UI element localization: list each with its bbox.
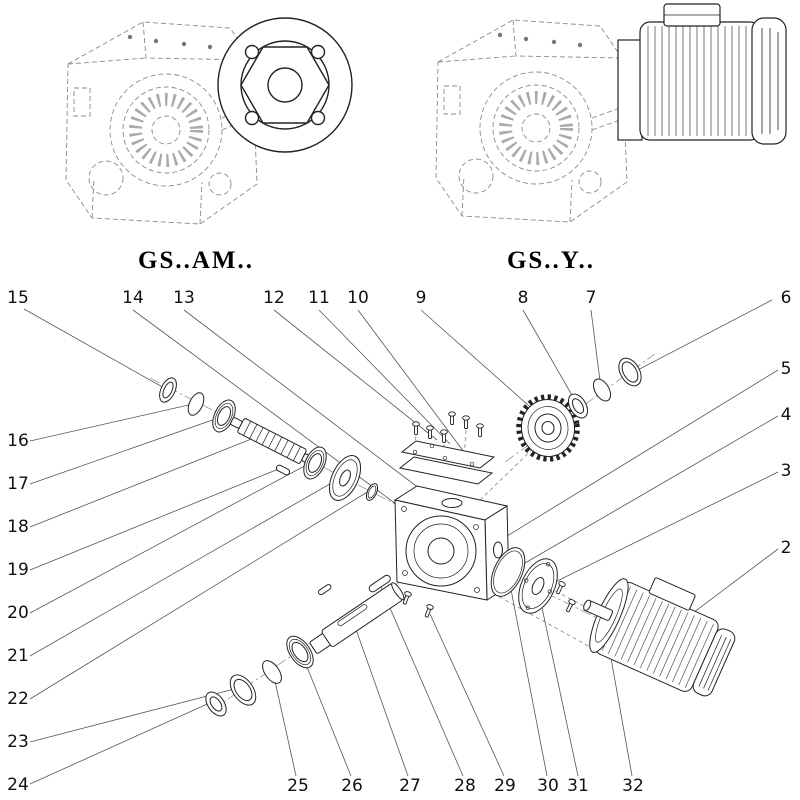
leader-line-4 bbox=[512, 415, 779, 571]
callout-19: 19 bbox=[7, 560, 29, 580]
callout-32: 32 bbox=[622, 776, 644, 796]
callout-10: 10 bbox=[347, 288, 369, 308]
callout-22: 22 bbox=[7, 689, 29, 709]
leader-line-8 bbox=[522, 309, 578, 405]
part-output-cover bbox=[518, 558, 558, 614]
callout-16: 16 bbox=[7, 431, 29, 451]
gearbox-y-sketch bbox=[436, 3, 787, 222]
callout-20: 20 bbox=[7, 603, 29, 623]
leader-line-24 bbox=[29, 700, 215, 785]
callout-24: 24 bbox=[7, 775, 29, 795]
callout-25: 25 bbox=[287, 776, 309, 796]
part-helical-gear bbox=[516, 394, 580, 462]
leader-line-5 bbox=[480, 369, 779, 553]
part-output-retaining-ring bbox=[262, 660, 282, 684]
callout-21: 21 bbox=[7, 646, 29, 666]
leader-line-28 bbox=[379, 584, 464, 777]
leader-line-22 bbox=[29, 490, 370, 700]
callout-5: 5 bbox=[781, 359, 792, 379]
leader-line-12 bbox=[273, 309, 438, 441]
callout-28: 28 bbox=[454, 776, 476, 796]
motor-fan-cowl bbox=[751, 17, 787, 145]
callout-4: 4 bbox=[781, 405, 792, 425]
callout-27: 27 bbox=[399, 776, 421, 796]
part-bearing bbox=[212, 399, 236, 433]
callout-17: 17 bbox=[7, 474, 29, 494]
callout-8: 8 bbox=[518, 288, 529, 308]
callout-15: 15 bbox=[7, 288, 29, 308]
callout-9: 9 bbox=[416, 288, 427, 308]
exploded-parts bbox=[159, 357, 736, 717]
leader-line-21 bbox=[29, 476, 343, 657]
callout-14: 14 bbox=[122, 288, 144, 308]
part-output-seal bbox=[229, 674, 257, 706]
callout-12: 12 bbox=[263, 288, 285, 308]
leader-line-15 bbox=[23, 308, 167, 390]
part-pin bbox=[317, 584, 332, 596]
callout-30: 30 bbox=[537, 776, 559, 796]
callout-6: 6 bbox=[781, 288, 792, 308]
leader-line-18 bbox=[29, 435, 260, 528]
part-gasket-plate bbox=[398, 456, 494, 485]
callout-26: 26 bbox=[341, 776, 363, 796]
leader-lines bbox=[23, 299, 779, 785]
leader-line-10 bbox=[357, 309, 465, 453]
leader-line-25 bbox=[272, 671, 297, 777]
callout-3: 3 bbox=[781, 461, 792, 481]
leader-line-29 bbox=[429, 613, 505, 777]
part-washer bbox=[568, 393, 588, 419]
motor-fins bbox=[647, 26, 747, 136]
part-retaining-ring-2 bbox=[592, 378, 612, 402]
leader-line-26 bbox=[300, 651, 352, 777]
gearbox-am-sketch bbox=[66, 17, 353, 224]
part-shaft-key bbox=[368, 574, 391, 593]
part-key bbox=[275, 464, 291, 476]
part-motor bbox=[583, 577, 736, 697]
motor-drawing bbox=[617, 3, 787, 145]
leader-line-9 bbox=[420, 309, 547, 422]
part-output-shaft bbox=[309, 582, 405, 654]
leader-line-30 bbox=[507, 573, 548, 777]
callout-18: 18 bbox=[7, 517, 29, 537]
leader-line-27 bbox=[352, 620, 409, 777]
leader-line-6 bbox=[633, 299, 773, 373]
leader-line-17 bbox=[29, 416, 222, 485]
callout-numbers: 15 14 13 12 11 10 9 8 7 6 5 4 3 2 16 17 … bbox=[7, 288, 791, 796]
callout-31: 31 bbox=[567, 776, 589, 796]
callout-11: 11 bbox=[308, 288, 330, 308]
part-spacer-ring bbox=[618, 357, 642, 387]
part-cover-plate bbox=[400, 440, 496, 469]
part-gear-washer bbox=[328, 455, 362, 501]
callout-13: 13 bbox=[173, 288, 195, 308]
part-retaining-ring bbox=[187, 392, 205, 416]
callout-23: 23 bbox=[7, 732, 29, 752]
callout-7: 7 bbox=[586, 288, 597, 308]
callout-2: 2 bbox=[781, 538, 792, 558]
part-bearing-2 bbox=[303, 446, 327, 480]
part-output-washer bbox=[205, 691, 227, 717]
part-worm-shaft bbox=[230, 417, 318, 467]
part-screw-2 bbox=[422, 603, 435, 619]
part-o-ring bbox=[365, 483, 379, 501]
part-output-bearing bbox=[286, 635, 314, 669]
output-flange-drawing bbox=[217, 17, 353, 153]
product-label-y: GS..Y.. bbox=[507, 247, 595, 274]
leader-line-20 bbox=[29, 461, 313, 614]
part-cover-screws bbox=[554, 580, 577, 614]
part-oil-seal bbox=[159, 377, 177, 403]
leader-line-19 bbox=[29, 467, 282, 571]
leader-line-31 bbox=[537, 588, 579, 777]
product-label-am: GS..AM.. bbox=[138, 247, 254, 274]
part-output-gasket bbox=[490, 547, 526, 597]
callout-29: 29 bbox=[494, 776, 516, 796]
leader-line-7 bbox=[590, 309, 602, 390]
leader-line-16 bbox=[29, 403, 194, 442]
leader-line-11 bbox=[318, 309, 451, 445]
leader-line-3 bbox=[546, 471, 779, 587]
leader-line-13 bbox=[183, 309, 429, 496]
